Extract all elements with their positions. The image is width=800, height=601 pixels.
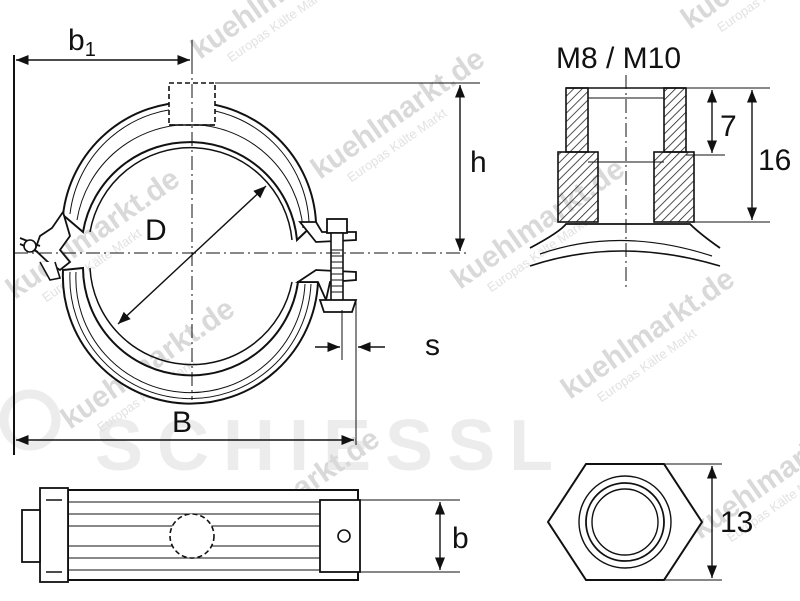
label-D: D [145, 214, 167, 247]
label-7: 7 [720, 110, 737, 143]
lower-clamp-band [61, 266, 320, 405]
hex-outline [546, 463, 704, 581]
label-s: s [425, 329, 440, 362]
front-view [13, 40, 480, 455]
bolt-head [326, 218, 348, 234]
brand-watermark: SCHIESSL [95, 406, 567, 486]
label-thread: M8 / M10 [556, 42, 681, 75]
hex-nut-view [546, 463, 722, 581]
label-b: b [452, 522, 469, 555]
label-13: 13 [720, 506, 753, 539]
label-B: B [172, 406, 192, 439]
site-watermark: kuehlmarkt.de [305, 42, 491, 186]
site-watermark: kuehlmarkt.de [555, 262, 741, 406]
label-h: h [470, 146, 487, 179]
dim-D-line [117, 185, 267, 325]
bolt-nut [318, 299, 358, 313]
label-b1: b1 [68, 24, 96, 61]
label-16: 16 [758, 144, 791, 177]
upper-clamp-band [61, 101, 318, 243]
brand-logo-watermark [0, 389, 61, 451]
band-saddle [529, 223, 721, 249]
side-view [21, 487, 460, 583]
thread-section-view [529, 75, 770, 290]
